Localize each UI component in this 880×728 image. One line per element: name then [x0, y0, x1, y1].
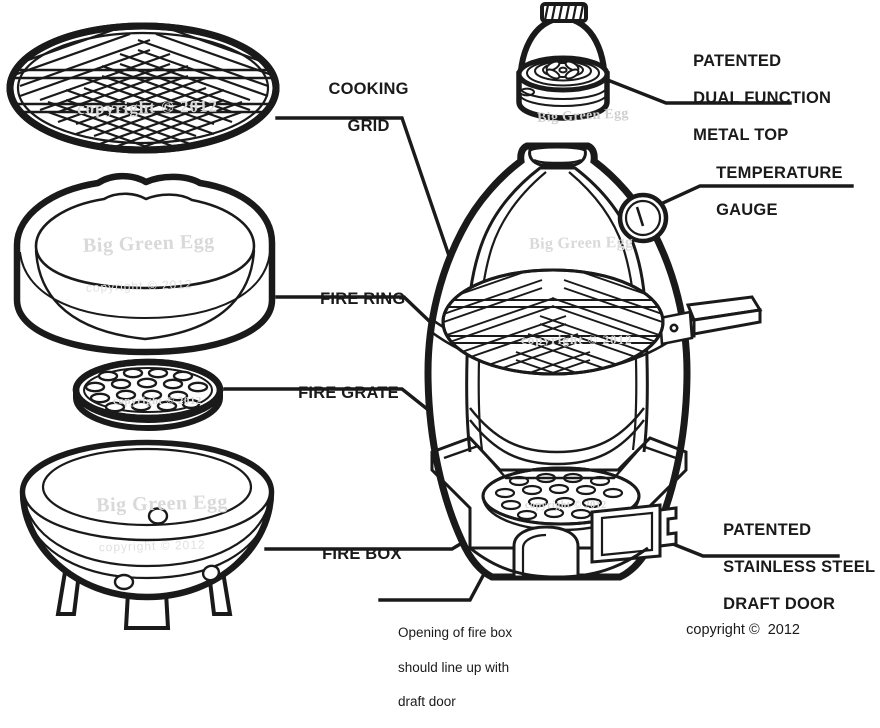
- label-fire-box: FIRE BOX: [303, 527, 402, 582]
- daisy-wheel-icon: [545, 60, 580, 80]
- label-cooking-grid-line1: COOKING: [328, 80, 409, 99]
- label-metal-top-line3: METAL TOP: [693, 126, 789, 145]
- label-temperature-gauge-line2: GAUGE: [716, 201, 778, 220]
- copyright-notice: copyright © 2012: [686, 622, 800, 638]
- label-fire-grate-line1: FIRE GRATE: [298, 384, 399, 403]
- label-draft-door-line2: STAINLESS STEEL: [723, 558, 876, 577]
- label-metal-top-line1: PATENTED: [693, 52, 782, 71]
- label-fire-ring: FIRE RING: [301, 272, 405, 327]
- egg-neck: [528, 145, 587, 167]
- gauge-needle: [635, 206, 645, 227]
- label-cooking-grid: COOKING GRID: [303, 62, 415, 154]
- note-firebox-opening-line2: should line up with: [398, 659, 510, 675]
- leader-metal-top: [597, 74, 792, 105]
- label-fire-grate: FIRE GRATE: [279, 366, 399, 421]
- label-metal-top-line2: DUAL FUNCTION: [693, 89, 832, 108]
- part-cooking-grid: [6, 22, 280, 154]
- egg-interior-cooking-grid: [441, 268, 665, 376]
- leader-temperature-gauge: [649, 184, 854, 211]
- note-firebox-opening-line1: Opening of fire box: [398, 625, 513, 641]
- fire-box-holes: [113, 507, 221, 591]
- label-metal-top: PATENTED DUAL FUNCTION METAL TOP: [674, 34, 831, 163]
- diagram-artwork: [6, 2, 854, 630]
- part-fire-box: [19, 439, 275, 630]
- part-egg-body: [424, 142, 763, 581]
- note-firebox-opening-line3: draft door: [398, 694, 456, 710]
- metal-top-grip: [540, 2, 588, 23]
- label-draft-door-line1: PATENTED: [723, 521, 812, 540]
- label-temperature-gauge-line1: TEMPERATURE: [716, 164, 843, 183]
- part-fire-grate: [72, 358, 224, 432]
- egg-hinge-bracket: [658, 310, 694, 346]
- label-cooking-grid-line2: GRID: [347, 117, 390, 136]
- label-draft-door: PATENTED STAINLESS STEEL DRAFT DOOR: [704, 503, 875, 632]
- part-fire-ring: [13, 172, 276, 356]
- draft-door-slide-tab: [658, 506, 678, 548]
- fire-grate-holes: [84, 367, 209, 413]
- label-fire-ring-line1: FIRE RING: [320, 290, 406, 309]
- label-fire-box-line1: FIRE BOX: [322, 545, 402, 564]
- part-metal-top: [516, 2, 610, 121]
- label-temperature-gauge: TEMPERATURE GAUGE: [697, 146, 843, 238]
- note-firebox-opening: Opening of fire box should line up with …: [383, 607, 512, 728]
- egg-side-shelf: [685, 295, 763, 338]
- part-draft-door: [590, 503, 678, 564]
- label-draft-door-line3: DRAFT DOOR: [723, 595, 836, 614]
- exploded-parts-diagram: copyright © 2012 Big Green Egg copyright…: [6, 2, 875, 709]
- part-temperature-gauge: [617, 192, 669, 244]
